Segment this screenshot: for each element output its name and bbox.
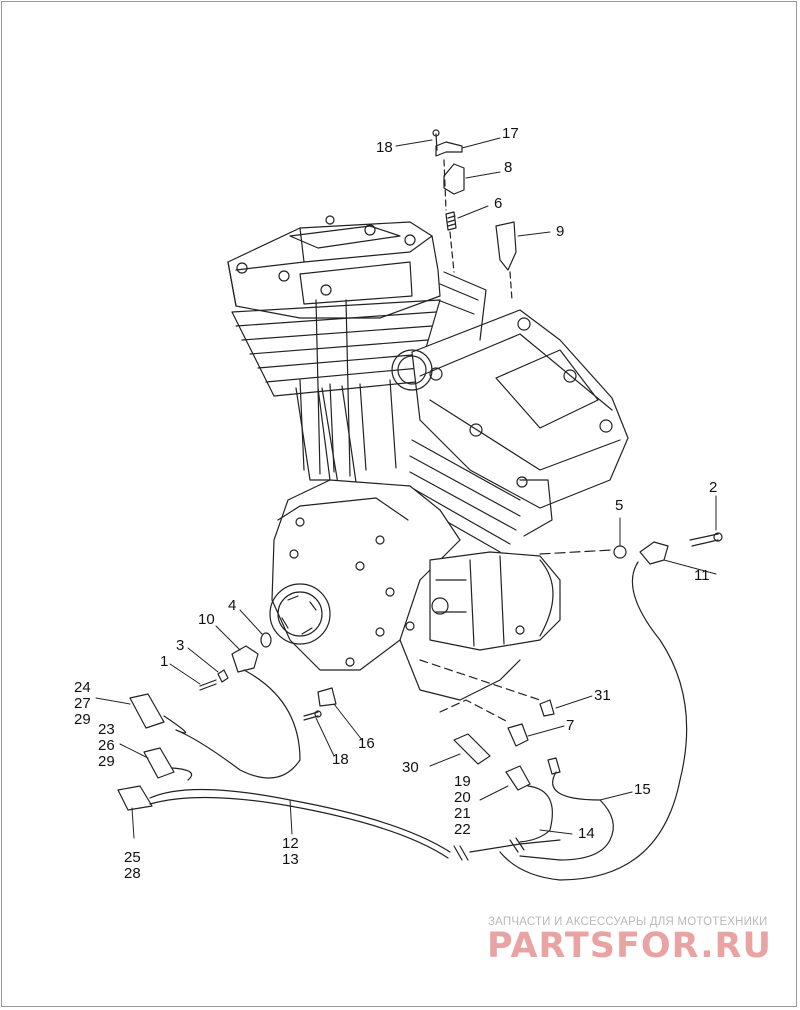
label-2: 2	[709, 479, 717, 496]
label-17: 17	[502, 125, 519, 142]
label-27: 27	[74, 695, 91, 712]
label-23: 23	[98, 721, 115, 738]
rear-rocker-box	[227, 215, 441, 319]
callout-labels: 18 17 8 6 9 5 2 11 4 10 3 1 24 27 29 23 …	[74, 125, 717, 882]
o-ring-4	[260, 632, 272, 648]
screw-1	[199, 679, 217, 691]
label-19: 19	[454, 773, 471, 790]
leader-lines	[95, 137, 717, 839]
label-1: 1	[160, 653, 168, 670]
watermark-logo: PARTSFOR.RU	[487, 926, 772, 966]
label-28: 28	[124, 865, 141, 882]
label-18-top: 18	[376, 139, 393, 156]
label-25: 25	[124, 849, 141, 866]
bolt-2	[689, 533, 719, 547]
label-31: 31	[594, 687, 611, 704]
connector-23	[143, 747, 175, 779]
front-cylinder-fins	[409, 271, 521, 553]
washer-3	[217, 669, 229, 683]
label-29-b: 29	[98, 753, 115, 770]
sender-9	[495, 221, 517, 271]
label-8: 8	[504, 159, 512, 176]
label-26: 26	[98, 737, 115, 754]
fitting-6	[445, 211, 457, 231]
sensor-11	[639, 541, 669, 565]
label-30: 30	[402, 759, 419, 776]
label-5: 5	[615, 497, 623, 514]
label-14: 14	[578, 825, 595, 842]
pushrod-tubes	[295, 385, 357, 485]
label-4: 4	[228, 597, 236, 614]
label-20: 20	[454, 789, 471, 806]
connector-19	[505, 765, 531, 791]
label-3: 3	[176, 637, 184, 654]
cable-10	[175, 669, 301, 779]
label-10: 10	[198, 611, 215, 628]
label-12: 12	[282, 835, 299, 852]
label-16: 16	[358, 735, 375, 752]
front-rocker-box	[391, 309, 629, 509]
cable-15	[519, 771, 614, 861]
harness-14	[469, 839, 561, 853]
label-6: 6	[494, 195, 502, 212]
cable-11	[499, 561, 688, 881]
sensor-8	[443, 163, 465, 195]
label-29-a: 29	[74, 711, 91, 728]
sender-30	[453, 733, 491, 765]
connector-24	[129, 693, 165, 729]
cap-31	[539, 699, 555, 717]
label-22: 22	[454, 821, 471, 838]
label-13: 13	[282, 851, 299, 868]
sensor-10	[231, 645, 259, 673]
label-9: 9	[556, 223, 564, 240]
harness-12	[149, 788, 451, 853]
starter-motor	[429, 479, 561, 651]
label-18-lower: 18	[332, 751, 349, 768]
terminal-15	[547, 757, 561, 775]
label-24: 24	[74, 679, 91, 696]
label-15: 15	[634, 781, 651, 798]
label-21: 21	[454, 805, 471, 822]
o-ring-5	[613, 545, 627, 559]
watermark-caption: ЗАПЧАСТИ И АКСЕССУАРЫ ДЛЯ МОТОТЕХНИКИ	[488, 916, 768, 928]
clip-16	[317, 687, 337, 707]
switch-7	[507, 723, 529, 747]
label-11: 11	[694, 567, 710, 584]
bracket-17	[435, 141, 463, 157]
label-7: 7	[566, 717, 574, 734]
rear-cylinder-fins	[231, 299, 441, 477]
connector-25	[117, 785, 153, 811]
screw-18-top	[435, 133, 438, 151]
